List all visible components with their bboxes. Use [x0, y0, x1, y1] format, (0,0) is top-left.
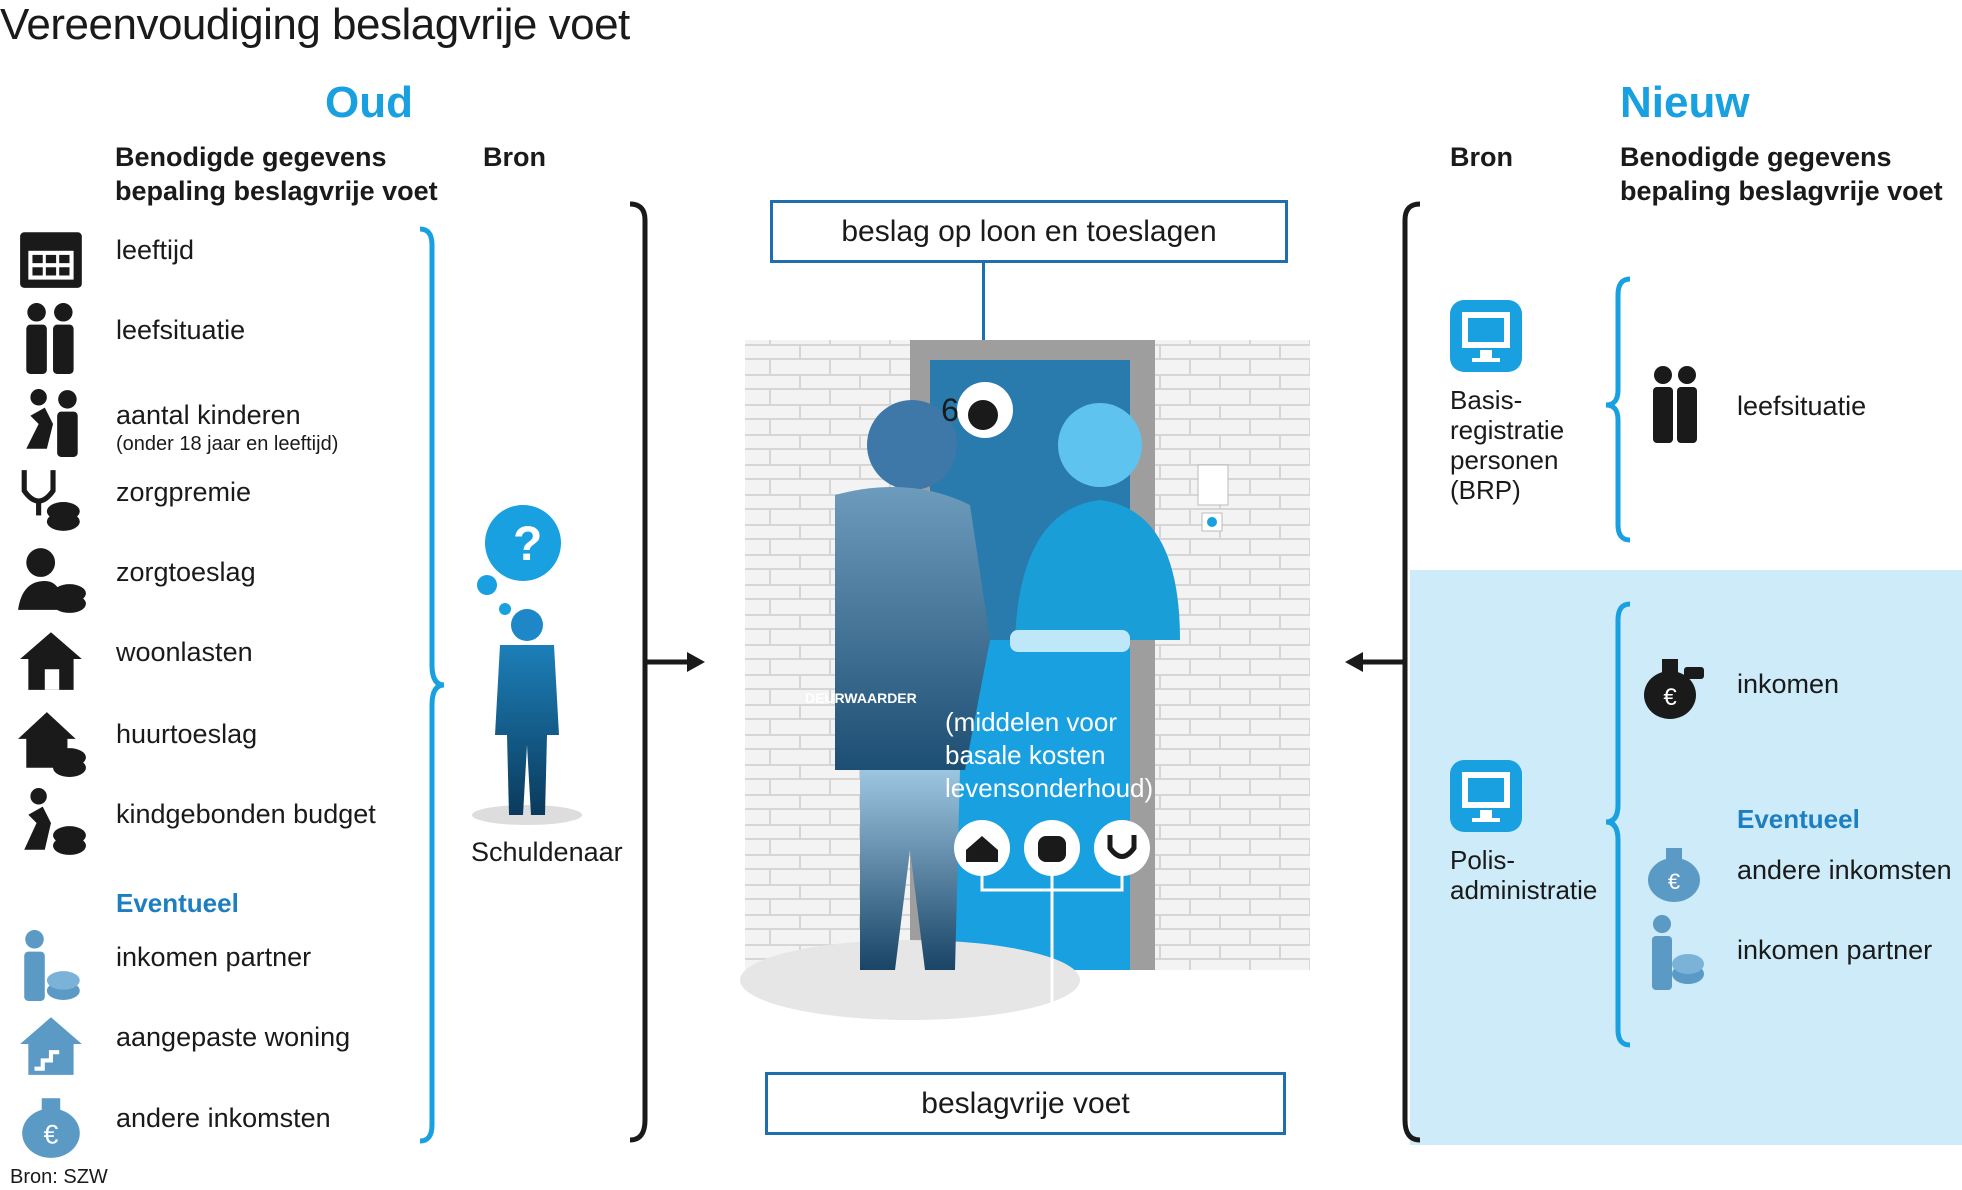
door-scene [740, 340, 1310, 1030]
stethoscope-icon [1107, 835, 1137, 859]
old-source-header: Bron [483, 142, 546, 172]
page-title: Vereenvoudiging beslagvrije voet [0, 0, 630, 49]
new-item-inkomen: inkomen [1737, 669, 1840, 699]
old-item-label: aangepaste woning [116, 1022, 351, 1052]
old-item-label: inkomen partner [116, 942, 312, 972]
old-optional-label: Eventueel [116, 888, 239, 918]
old-item-label: zorgpremie [116, 477, 252, 507]
old-item-label: kindgebonden budget [116, 799, 376, 829]
svg-text:€: € [44, 1119, 59, 1149]
polis-bracket [1605, 601, 1631, 1048]
new-optional-andere-inkomsten: andere inkomsten [1737, 855, 1952, 885]
new-item-leefsituatie: leefsituatie [1737, 391, 1867, 421]
old-item-label: andere inkomsten [116, 1103, 331, 1133]
computer-icon [1450, 760, 1522, 832]
arrow-right-icon [687, 652, 705, 672]
adapted-house-icon [16, 1009, 88, 1081]
house-coins-icon [16, 706, 88, 778]
bailiff-label: DEURWAARDER [805, 690, 917, 706]
child-coins-icon [16, 786, 88, 858]
running-child-icon [16, 387, 88, 459]
door-icons [954, 820, 1150, 1030]
old-item-label: aantal kinderen [116, 400, 301, 430]
old-heading: Oud [325, 78, 413, 127]
doctor-coins-icon [16, 544, 88, 616]
old-sources-bracket [629, 201, 705, 1143]
house-number: 6 [941, 392, 959, 428]
euro-bag-icon: € [1644, 659, 1704, 719]
old-item-label: huurtoeslag [116, 719, 258, 749]
old-column-header: Benodigde gegevens bepaling beslagvrije … [115, 142, 438, 206]
old-item-label: woonlasten [116, 637, 253, 667]
bread-icon [1038, 836, 1066, 862]
connector-line [982, 260, 985, 380]
euro-bag-icon: € [16, 1090, 88, 1162]
old-item-label: leeftijd [116, 235, 195, 265]
partner-coins-icon [1652, 915, 1704, 990]
garnishment-box: beslag op loon en toeslagen [770, 200, 1288, 263]
couple-icon [16, 302, 88, 374]
arrow-left-icon [1345, 652, 1363, 672]
old-item-label: zorgtoeslag [116, 557, 256, 587]
house-icon [966, 836, 998, 862]
new-column-header: Benodigde gegevens bepaling beslagvrije … [1620, 142, 1943, 206]
old-item-sublabel: (onder 18 jaar en leeftijd) [116, 433, 339, 455]
thought-bubble [485, 505, 561, 581]
brp-source-label: Basis- registratie personen (BRP) [1450, 385, 1565, 505]
calendar-icon [16, 222, 88, 294]
couple-icon [1653, 366, 1697, 443]
new-data-background [1410, 570, 1962, 1145]
source-person-label: Schuldenaar [471, 837, 623, 867]
svg-text:€: € [1663, 684, 1677, 711]
euro-bag-icon: € [1648, 848, 1700, 902]
debtor-illustration [472, 505, 582, 825]
door-text: (middelen voor basale kosten levensonder… [945, 707, 1154, 803]
source-footer: Bron: SZW [10, 1166, 108, 1188]
new-source-header: Bron [1450, 142, 1513, 172]
new-sources-bracket [1345, 201, 1421, 1143]
polis-source-label: Polis- administratie [1450, 845, 1598, 905]
svg-text:€: € [1668, 869, 1680, 894]
exempt-amount-box: beslagvrije voet [765, 1072, 1286, 1135]
partner-coins-icon [16, 929, 88, 1001]
stethoscope-coins-icon [16, 464, 88, 536]
old-items-bracket [419, 226, 445, 1144]
euro-bag-icon [968, 400, 998, 430]
new-heading: Nieuw [1620, 78, 1750, 127]
house-icon [16, 624, 88, 696]
question-mark: ? [513, 518, 543, 571]
computer-icon [1450, 300, 1522, 372]
new-optional-inkomen-partner: inkomen partner [1737, 935, 1933, 965]
old-item-label: leefsituatie [116, 315, 246, 345]
new-optional-label: Eventueel [1737, 804, 1860, 834]
brp-bracket [1605, 276, 1631, 543]
